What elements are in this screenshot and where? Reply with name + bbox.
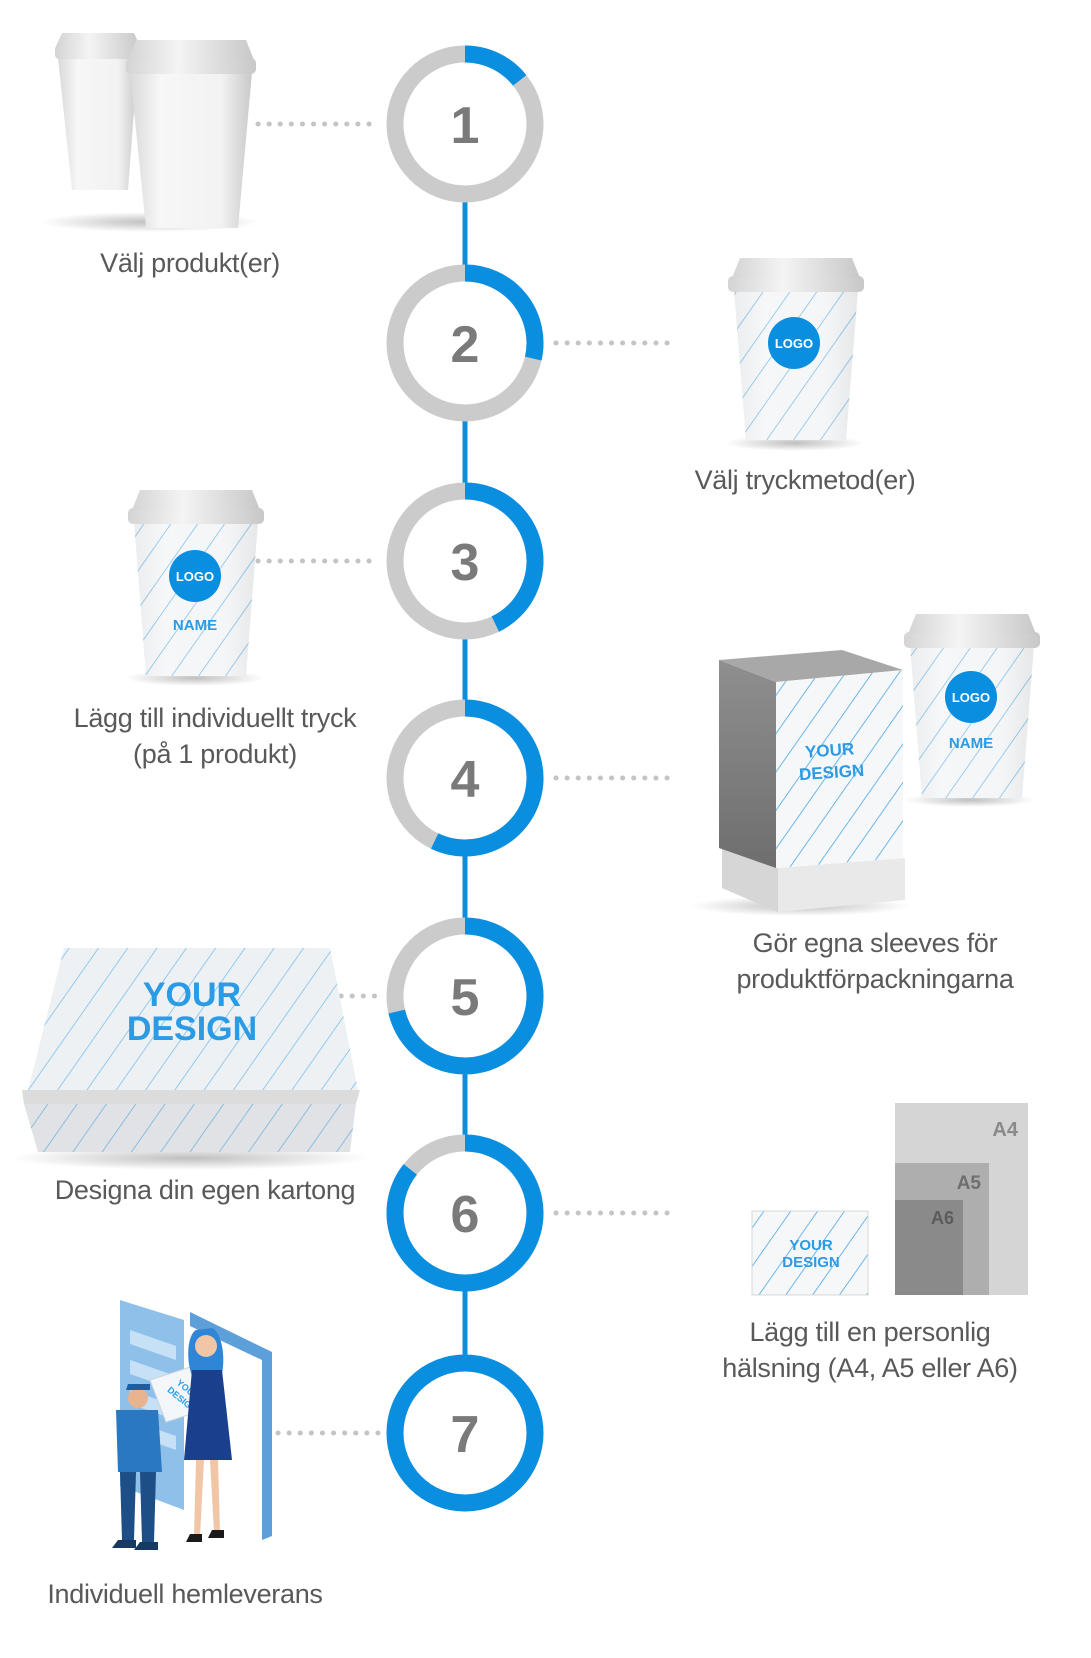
step-1-label-line: Välj produkt(er): [100, 248, 280, 278]
step-4-label-line-1: Gör egna sleeves för: [752, 928, 998, 958]
step-number: 2: [451, 316, 480, 374]
name-text: NAME: [173, 617, 217, 634]
step-2-ring: 2: [386, 264, 675, 422]
design-text: DESIGN: [782, 1254, 840, 1271]
back-cup: [55, 33, 141, 190]
step-number: 1: [451, 97, 480, 155]
logo-text: LOGO: [775, 336, 813, 351]
door-frame: [190, 1312, 272, 1540]
step-3-label: Lägg till individuellt tryck (på 1 produ…: [20, 700, 410, 772]
shipping-box-illustration: YOUR DESIGN: [10, 948, 370, 1170]
step-4-label-line-2: produktförpackningarna: [736, 964, 1014, 994]
step-5-label: Designa din egen kartong: [20, 1172, 390, 1208]
step-6-ring: 6: [386, 1134, 675, 1292]
a6-label: A6: [931, 1208, 954, 1228]
ring-progress: [464, 264, 544, 361]
front-cup: [126, 40, 256, 228]
step-2-label: Välj tryckmetod(er): [640, 462, 970, 498]
your-text: YOUR: [804, 739, 854, 761]
logo-badge: [768, 317, 820, 369]
ring-progress: [430, 699, 544, 857]
step-number: 3: [451, 534, 480, 592]
customer-figure: [184, 1328, 232, 1542]
greeting-card-sizes-illustration: A4 A5 A6 YOUR DESIGN: [751, 1103, 1028, 1296]
step-number: 6: [451, 1186, 480, 1244]
step-7-ring: 7: [275, 1354, 544, 1512]
step-7-label: Individuell hemleverans: [20, 1576, 350, 1612]
design-text: DESIGN: [798, 761, 864, 785]
home-delivery-illustration: YOUR DESIGN: [112, 1300, 272, 1550]
step-5-ring: 5: [327, 917, 544, 1075]
logo-name-cup-illustration-step-4: LOGO NAME: [904, 614, 1040, 807]
greeting-card: [752, 1211, 868, 1295]
logo-badge: [945, 671, 997, 723]
ring-progress: [386, 1134, 544, 1292]
ring-progress: [464, 45, 527, 86]
courier-figure: [112, 1384, 162, 1550]
two-plain-cups-illustration: [40, 33, 260, 232]
step-7-label-line: Individuell hemleverans: [47, 1579, 323, 1609]
logo-text: LOGO: [952, 690, 990, 705]
step-2-label-line: Välj tryckmetod(er): [694, 465, 916, 495]
step-3-label-line-1: Lägg till individuellt tryck: [73, 703, 357, 733]
step-number: 4: [451, 751, 480, 809]
logo-name-cup-illustration: LOGO NAME: [125, 490, 265, 686]
name-text: NAME: [949, 735, 993, 752]
a4-label: A4: [992, 1119, 1018, 1141]
ring-progress: [464, 482, 544, 632]
step-number: 7: [451, 1406, 480, 1464]
step-3-label-line-2: (på 1 produkt): [133, 739, 297, 769]
step-4-label: Gör egna sleeves för produktförpackninga…: [680, 925, 1070, 997]
step-number: 5: [451, 969, 480, 1027]
sleeve-box-illustration: YOUR DESIGN: [690, 650, 910, 916]
your-text: YOUR: [789, 1237, 833, 1254]
step-1-label: Välj produkt(er): [40, 245, 340, 281]
ring-progress: [388, 917, 544, 1075]
step-6-label-line-2: hälsning (A4, A5 eller A6): [722, 1353, 1018, 1383]
step-5-label-line: Designa din egen kartong: [54, 1175, 356, 1205]
a5-label: A5: [957, 1173, 982, 1194]
ring-progress: [386, 1354, 544, 1512]
design-text: DESIGN: [127, 1010, 257, 1048]
your-text: YOUR: [143, 976, 241, 1014]
logo-badge: [169, 550, 221, 602]
logo-text: LOGO: [176, 569, 214, 584]
step-6-label: Lägg till en personlig hälsning (A4, A5 …: [680, 1314, 1060, 1386]
step-6-label-line-1: Lägg till en personlig: [749, 1317, 991, 1347]
logo-cup-illustration-step-2: LOGO: [725, 258, 865, 451]
step-1-ring: 1: [255, 45, 544, 203]
step-3-ring: 3: [255, 482, 544, 640]
paper-a6: [895, 1200, 963, 1295]
step-4-ring: 4: [386, 699, 675, 857]
